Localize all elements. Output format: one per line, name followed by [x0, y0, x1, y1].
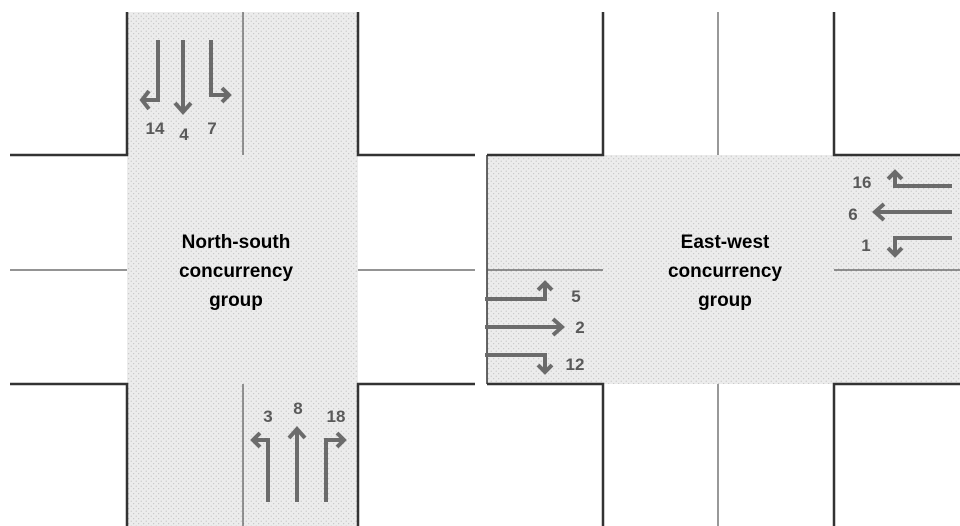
eb-left-arrow-icon	[485, 280, 554, 301]
north-south-label-line-3: group	[209, 290, 263, 311]
nb-right-arrow-icon	[324, 431, 347, 502]
movement-14-label: 14	[146, 119, 165, 138]
nb-through-arrow-icon	[287, 425, 307, 502]
movement-3-label: 3	[263, 407, 272, 426]
north-south-group-label: North-south concurrency group	[179, 232, 293, 311]
movement-16-label: 16	[853, 173, 872, 192]
movement-7-label: 7	[207, 119, 216, 138]
wb-through-arrow-icon	[871, 202, 952, 222]
east-west-intersection: 16 6 1 5 2 12 East-west concurrency grou…	[485, 12, 960, 526]
movement-2-label: 2	[575, 318, 584, 337]
east-west-label-line-1: East-west	[681, 232, 770, 253]
wb-left-arrow-icon	[886, 236, 952, 258]
curb-se-2	[832, 382, 960, 526]
eb-through-arrow-icon	[485, 317, 566, 337]
curb-nw-2	[487, 12, 605, 157]
movement-8-label: 8	[293, 399, 302, 418]
east-west-lane-lines	[487, 12, 960, 526]
curb-se	[356, 382, 475, 526]
wb-right-arrow-icon	[886, 169, 952, 188]
nb-left-arrow-icon	[250, 431, 270, 502]
east-west-label-line-2: concurrency	[668, 261, 782, 282]
movement-5-label: 5	[571, 287, 580, 306]
east-west-arrows	[485, 169, 952, 375]
north-south-curbs	[10, 12, 475, 526]
east-west-group-label: East-west concurrency group	[668, 232, 782, 311]
east-west-label-line-3: group	[698, 290, 752, 311]
eb-right-arrow-icon	[485, 353, 554, 375]
movement-18-label: 18	[327, 407, 346, 426]
curb-sw	[10, 382, 129, 526]
north-south-arrows	[139, 40, 347, 502]
curb-ne-2	[832, 12, 960, 157]
curb-nw	[10, 12, 129, 157]
movement-4-label: 4	[179, 125, 189, 144]
north-south-label-line-1: North-south	[182, 232, 291, 253]
sb-right-arrow-icon	[209, 40, 232, 104]
sb-through-arrow-icon	[173, 40, 193, 116]
north-south-intersection: 14 4 7 3 8 18 North-south concurrency gr…	[10, 12, 475, 526]
movement-6-label: 6	[848, 205, 857, 224]
north-south-lane-lines	[10, 12, 475, 526]
curb-ne	[356, 12, 475, 157]
east-west-curbs	[487, 12, 960, 526]
north-south-label-line-2: concurrency	[179, 261, 293, 282]
sb-left-arrow-icon	[139, 40, 160, 111]
movement-12-label: 12	[566, 355, 585, 374]
curb-sw-2	[487, 382, 605, 526]
movement-1-label: 1	[861, 236, 870, 255]
